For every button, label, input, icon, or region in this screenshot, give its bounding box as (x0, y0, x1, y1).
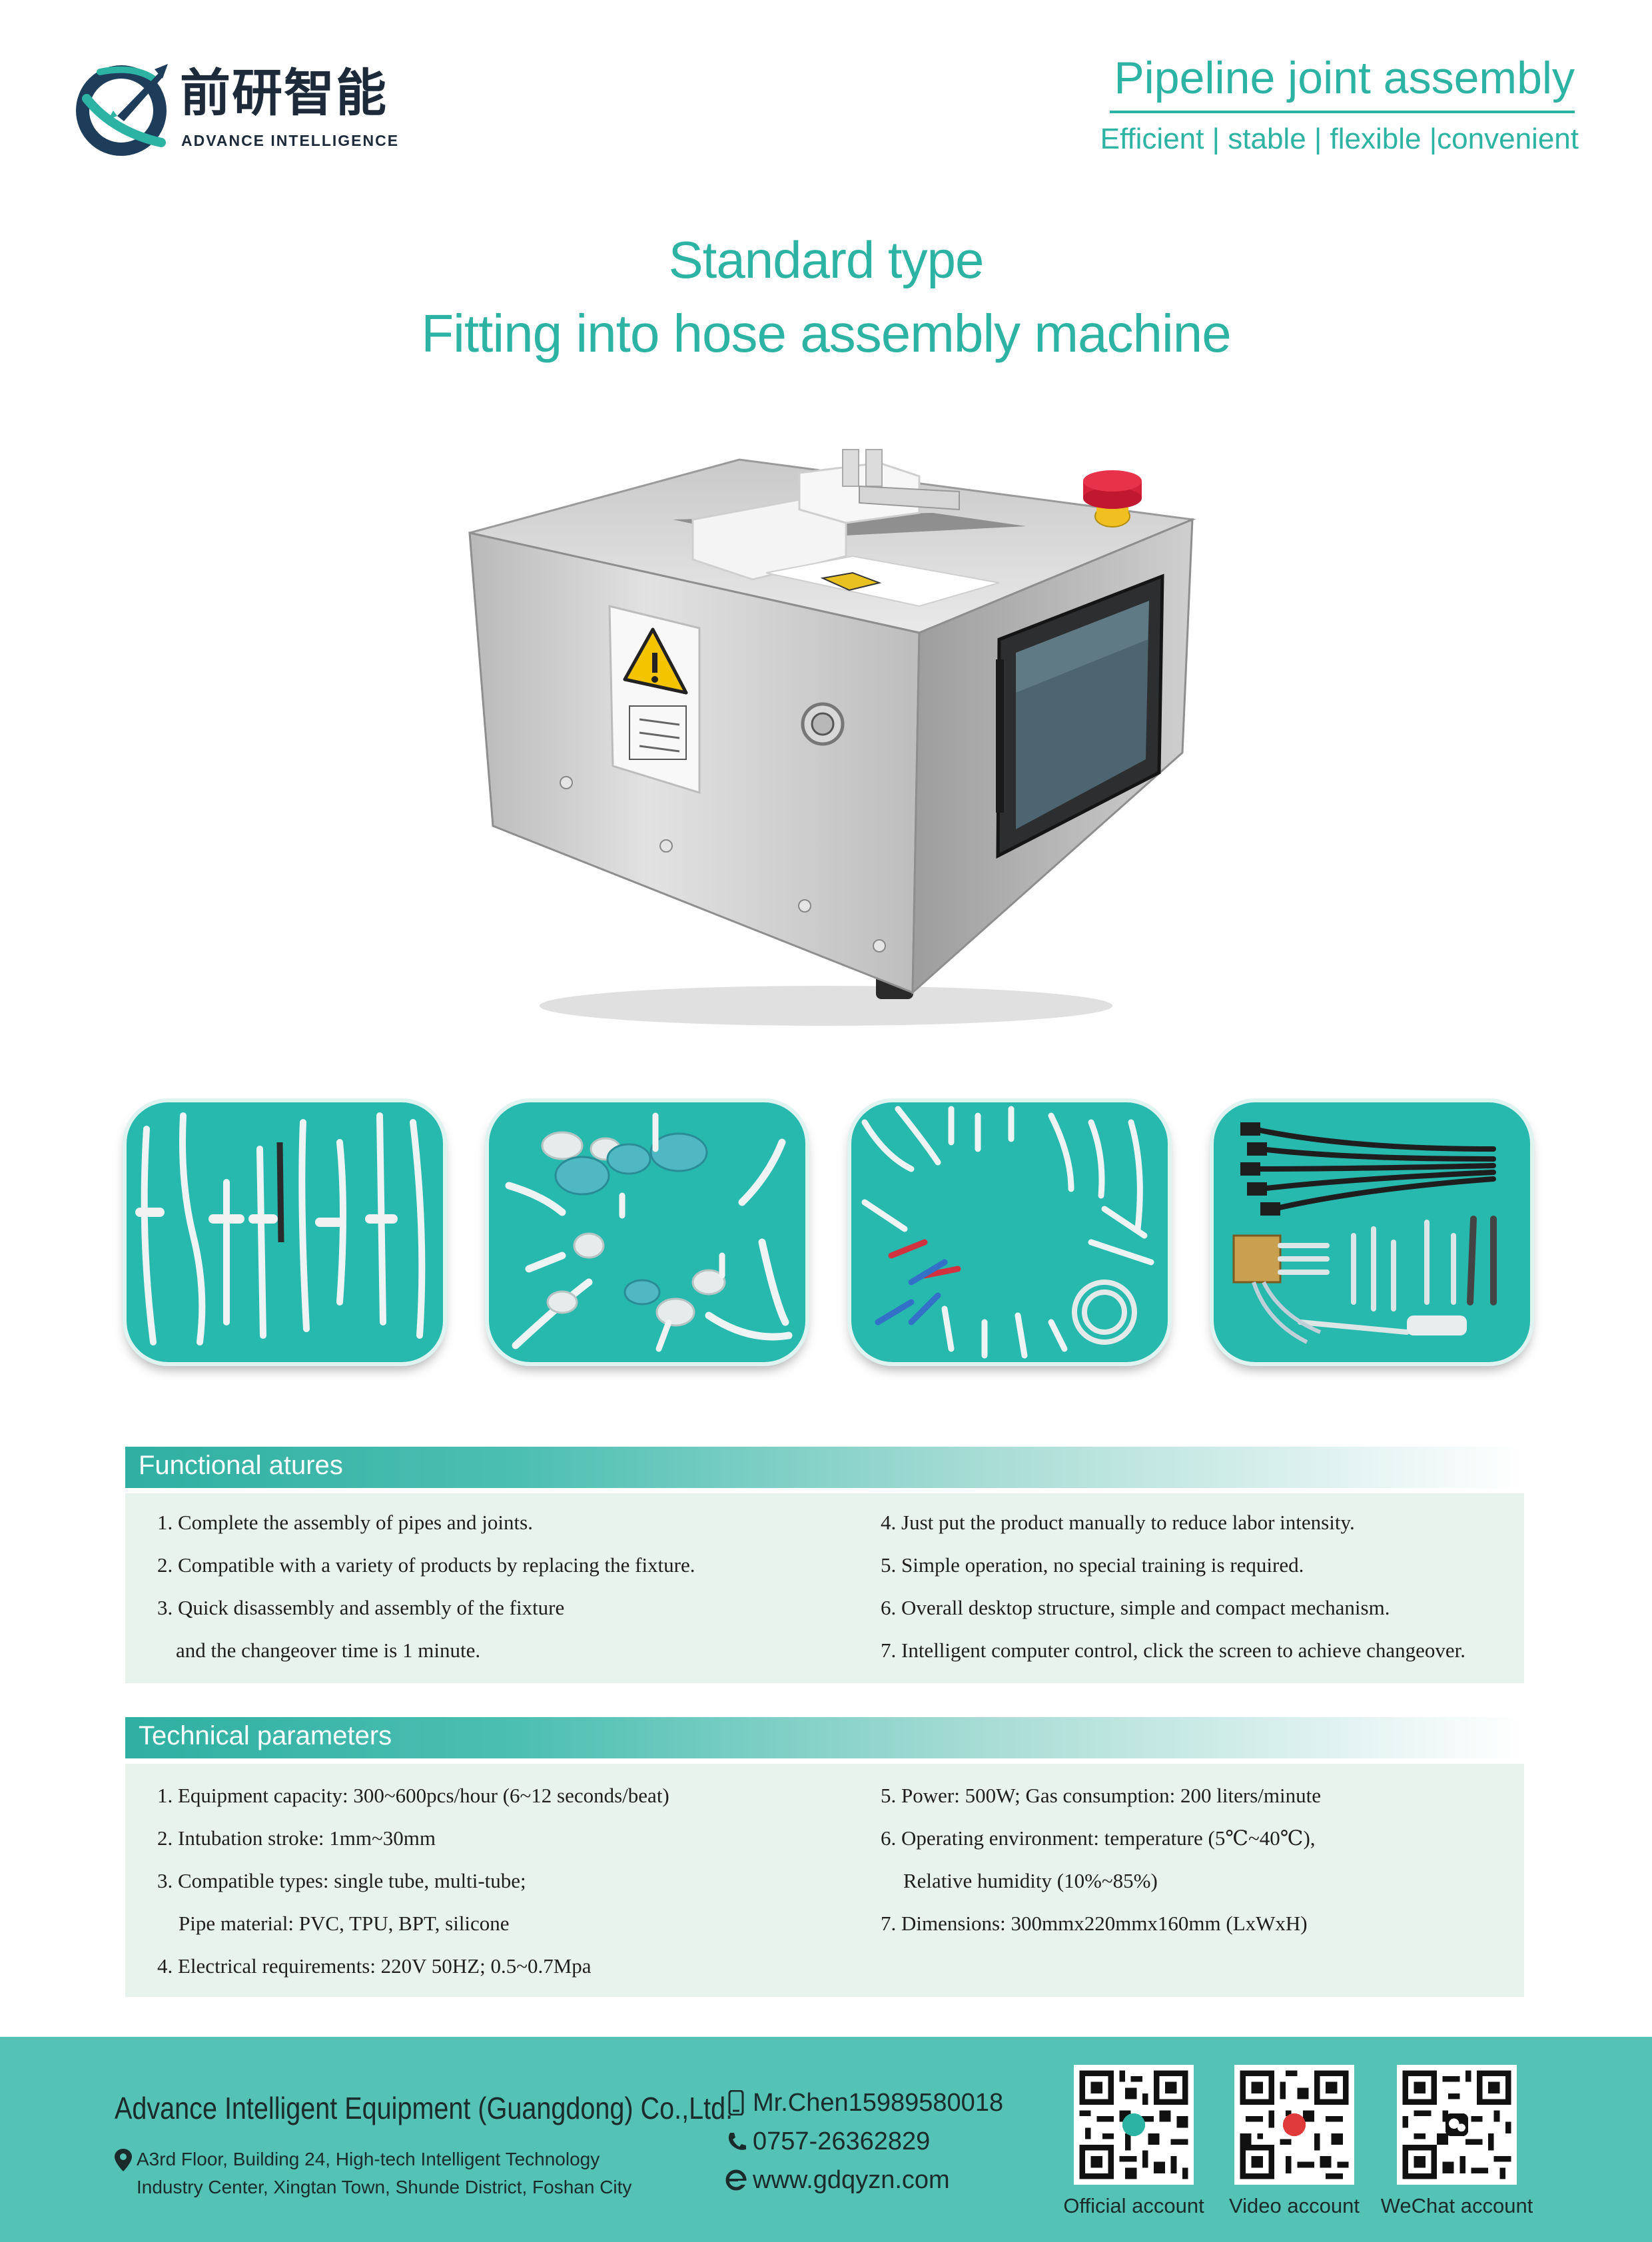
bent-tube-fittings-icon (861, 1106, 1154, 1359)
qr-code-video-account[interactable] (1234, 2065, 1354, 2185)
brand-name-en: ADVANCE INTELLIGENCE (181, 132, 400, 149)
qr-code-official-account[interactable] (1074, 2065, 1194, 2185)
feature-item: 2. Compatible with a variety of products… (157, 1553, 695, 1577)
manifold-harness-icon (1232, 1122, 1497, 1344)
parameter-item: 5. Power: 500W; Gas consumption: 200 lit… (881, 1784, 1321, 1807)
header-subtitle: Efficient | stable | flexible |convenien… (1100, 123, 1579, 155)
location-pin-icon (115, 2149, 132, 2171)
qr-code-wechat-account[interactable] (1397, 2065, 1517, 2185)
parameter-item: 2. Intubation stroke: 1mm~30mm (157, 1826, 436, 1850)
web-browser-icon (725, 2169, 747, 2191)
straight-tubes-icon (135, 1112, 426, 1345)
parameters-header: Technical parameters (125, 1717, 1524, 1758)
mobile-phone-icon (728, 2090, 744, 2115)
parameters-panel: 1. Equipment capacity: 300~600pcs/hour (… (125, 1764, 1524, 1997)
product-tile-filter-connectors (489, 1102, 805, 1362)
footer: Advance Intelligent Equipment (Guangdong… (0, 2037, 1652, 2242)
parameter-item: 7. Dimensions: 300mmx220mmx160mm (LxWxH) (881, 1912, 1308, 1935)
rocket-q-logo-icon (76, 64, 168, 156)
headline-line-2: Fitting into hose assembly machine (421, 304, 1232, 363)
telephone-icon (728, 2133, 746, 2150)
parameters-title: Technical parameters (139, 1721, 392, 1750)
contact-mobile: Mr.Chen15989580018 (753, 2089, 1004, 2117)
qr-label-wechat-account: WeChat account (1380, 2194, 1533, 2217)
touch-screen (996, 573, 1164, 859)
feature-item: 7. Intelligent computer control, click t… (881, 1639, 1465, 1662)
filter-connectors-icon (505, 1112, 793, 1352)
qr-label-video-account: Video account (1229, 2194, 1360, 2217)
parameter-item: Pipe material: PVC, TPU, BPT, silicone (179, 1912, 510, 1935)
headline-line-1: Standard type (668, 230, 985, 289)
parameter-item: Relative humidity (10%~85%) (903, 1869, 1158, 1892)
feature-item: 3. Quick disassembly and assembly of the… (157, 1596, 565, 1619)
parameter-item: 3. Compatible types: single tube, multi-… (157, 1869, 526, 1892)
parameter-item: 1. Equipment capacity: 300~600pcs/hour (… (157, 1784, 669, 1807)
header-divider (1110, 111, 1575, 113)
contact-website[interactable]: www.gdqyzn.com (753, 2166, 950, 2194)
product-tile-straight-tubes (127, 1102, 443, 1362)
machine-illustration (468, 449, 1196, 1026)
features-panel: 1. Complete the assembly of pipes and jo… (125, 1493, 1524, 1683)
product-tile-manifold-harness (1214, 1102, 1530, 1362)
contact-phone: 0757-26362829 (753, 2127, 931, 2155)
qr-label-official-account: Official account (1063, 2194, 1204, 2217)
brand-logo: 前研智能 ADVANCE INTELLIGENCE (73, 59, 420, 159)
feature-item: and the changeover time is 1 minute. (176, 1639, 481, 1662)
feature-item: 5. Simple operation, no special training… (881, 1553, 1304, 1577)
feature-item: 4. Just put the product manually to redu… (881, 1511, 1355, 1534)
feature-item: 6. Overall desktop structure, simple and… (881, 1596, 1390, 1619)
parameter-item: 6. Operating environment: temperature (5… (881, 1826, 1316, 1850)
header-title: Pipeline joint assembly (1114, 53, 1575, 103)
company-name: Advance Intelligent Equipment (Guangdong… (115, 2091, 733, 2125)
product-tile-bent-fittings (851, 1102, 1168, 1362)
features-header: Functional atures (125, 1447, 1524, 1488)
feature-item: 1. Complete the assembly of pipes and jo… (157, 1511, 533, 1534)
features-title: Functional atures (139, 1451, 343, 1480)
address-line-1: A3rd Floor, Building 24, High-tech Intel… (137, 2149, 600, 2169)
brand-name-cn: 前研智能 (180, 63, 388, 123)
address-line-2: Industry Center, Xingtan Town, Shunde Di… (137, 2177, 632, 2197)
parameter-item: 4. Electrical requirements: 220V 50HZ; 0… (157, 1954, 592, 1978)
